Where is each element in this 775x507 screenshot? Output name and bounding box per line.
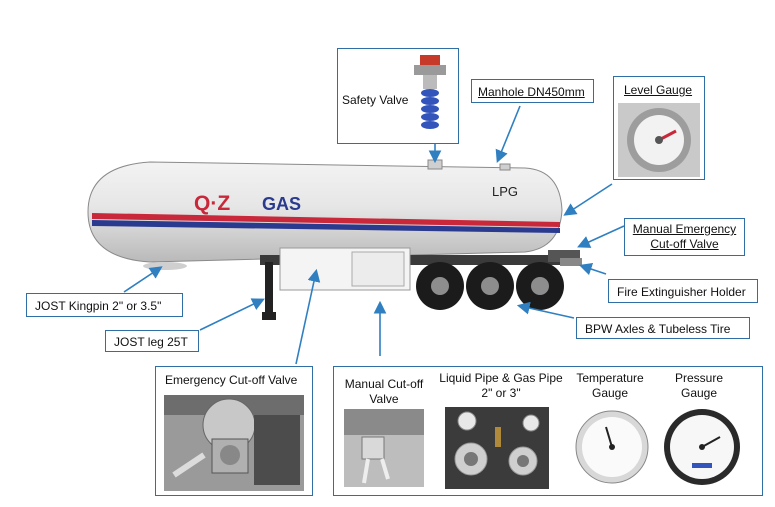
brand-mark: Q·Z: [194, 192, 230, 215]
arrow-manual-emergency: [577, 225, 625, 248]
brand-gas: GAS: [262, 194, 301, 214]
top-fitting-2: [499, 163, 511, 171]
cabinet-door: [351, 251, 405, 287]
manual-cutoff-label: Manual Cut-off Valve: [344, 377, 424, 406]
safety-valve-label: Safety Valve: [342, 93, 409, 107]
lpg-text: LPG: [492, 184, 518, 199]
landing-leg: [265, 262, 273, 318]
emergency-cutoff-box: Emergency Cut-off Valve: [155, 366, 313, 496]
pressure-gauge-icon: [664, 409, 740, 485]
wheels: [416, 262, 564, 310]
jost-leg-box: JOST leg 25T: [105, 330, 199, 352]
level-gauge-box: Level Gauge: [613, 76, 705, 180]
valves-gauges-box: Manual Cut-off Valve Liquid Pipe & Gas P…: [333, 366, 763, 496]
level-gauge-label: Level Gauge: [624, 83, 693, 97]
extinguisher-holder: [560, 258, 582, 266]
jost-leg-label: JOST leg 25T: [114, 335, 188, 349]
pressure-gauge-label: Pressure Gauge: [674, 371, 724, 400]
arrow-bpw-axles: [516, 301, 575, 319]
bpw-axles-box: BPW Axles & Tubeless Tire: [576, 317, 750, 339]
liquid-pipe-label: Liquid Pipe & Gas Pipe 2" or 3": [439, 371, 563, 400]
arrow-emergency-cutoff: [295, 268, 321, 365]
safety-valve-icon: [414, 55, 446, 129]
red-stripe: [92, 213, 560, 227]
arrow-level-gauge: [563, 183, 613, 216]
fire-extinguisher-box: Fire Extinguisher Holder: [608, 279, 758, 303]
manhole-label: Manhole DN450mm: [478, 85, 585, 99]
blue-stripe: [92, 220, 560, 233]
temperature-gauge-icon: [575, 410, 649, 484]
emergency-cutoff-label: Emergency Cut-off Valve: [165, 373, 298, 387]
arrow-kingpin: [123, 266, 163, 293]
arrow-fire-extinguisher: [578, 262, 607, 276]
liquid-gas-pipe-icon: [445, 407, 549, 489]
kingpin-box: JOST Kingpin 2" or 3.5": [26, 293, 183, 317]
kingpin-label: JOST Kingpin 2" or 3.5": [35, 299, 162, 313]
manhole-box: Manhole DN450mm: [471, 79, 594, 103]
fire-extinguisher-label: Fire Extinguisher Holder: [617, 285, 746, 299]
arrow-jost-leg: [199, 298, 265, 331]
manual-emergency-box: Manual Emergency Cut-off Valve: [624, 218, 745, 256]
level-gauge-icon: [618, 103, 700, 177]
arrow-manhole: [495, 105, 521, 163]
manual-emergency-label: Manual Emergency Cut-off Valve: [632, 222, 737, 251]
tank-body: [87, 161, 563, 263]
emergency-cutoff-valve-icon: [164, 395, 304, 491]
manual-cutoff-valve-icon: [344, 409, 424, 487]
safety-valve-box: Safety Valve: [337, 48, 459, 144]
bpw-axles-label: BPW Axles & Tubeless Tire: [585, 322, 731, 336]
temperature-gauge-label: Temperature Gauge: [576, 371, 644, 400]
chassis-frame: [260, 255, 580, 265]
